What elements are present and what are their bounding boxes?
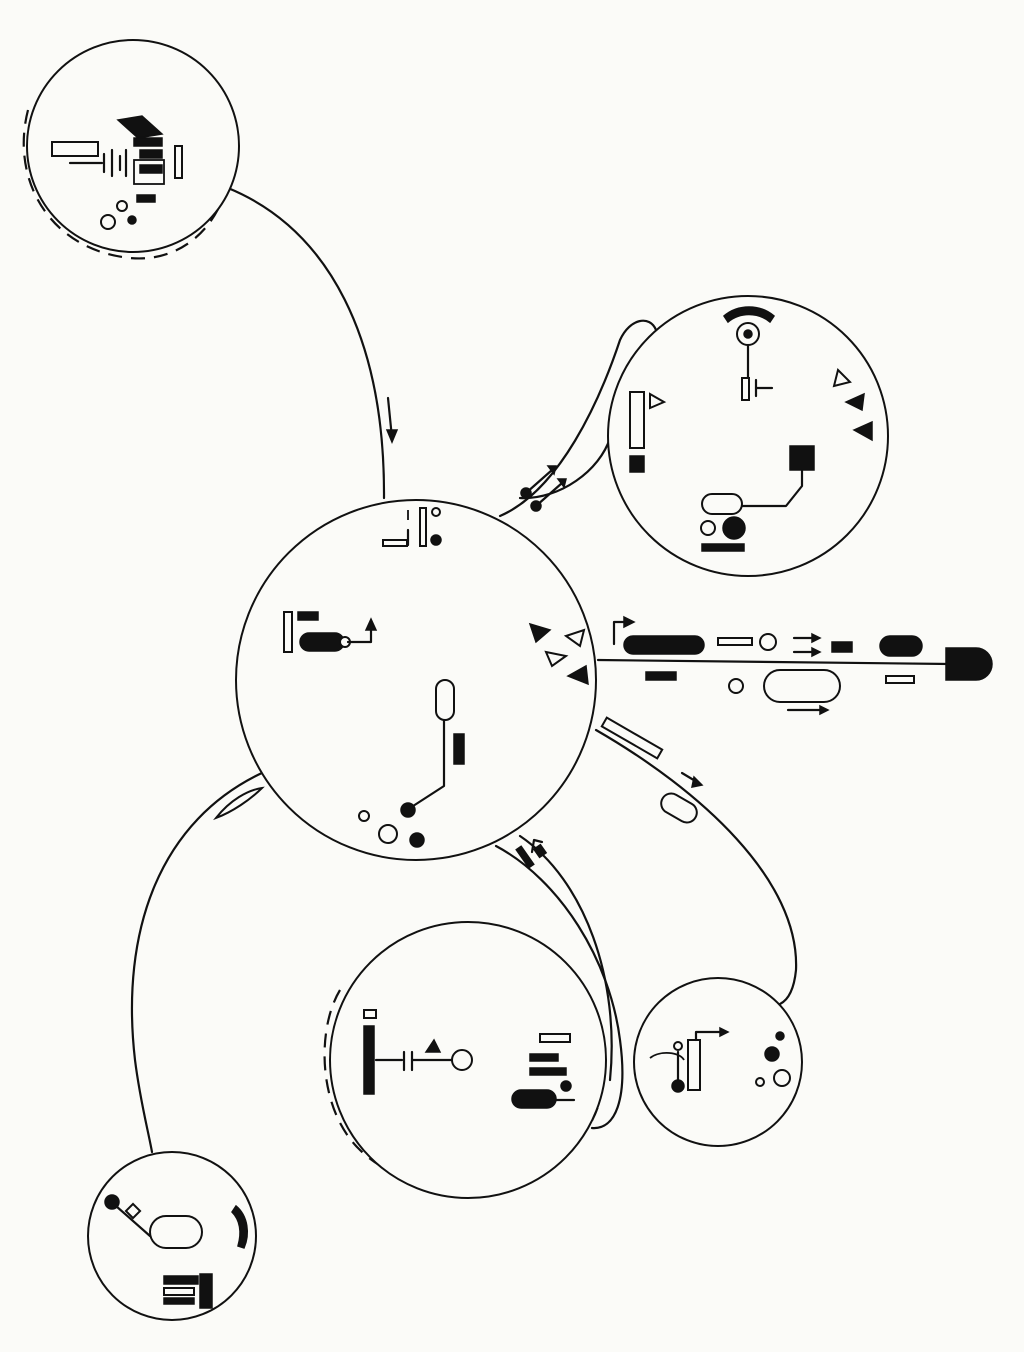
dot-icon — [560, 1080, 572, 1092]
small-circle-icon — [358, 810, 370, 822]
small-circle-icon — [700, 520, 716, 536]
bar-outline — [382, 539, 408, 547]
pill-filled — [623, 635, 705, 655]
bar-filled — [363, 1025, 375, 1095]
dot-icon — [671, 1079, 685, 1093]
dot-icon — [775, 1031, 785, 1041]
bar-outline — [885, 675, 915, 684]
arrow-head — [691, 775, 704, 788]
bar-filled — [163, 1297, 195, 1305]
small-circle-icon — [755, 1077, 765, 1087]
circle-icon — [451, 1049, 473, 1071]
arrow-head — [819, 704, 830, 716]
bar-filled — [297, 611, 319, 621]
dot-icon — [743, 329, 753, 339]
box-top-icon — [116, 115, 164, 139]
bar-filled — [163, 1275, 199, 1285]
arrow-head — [811, 646, 822, 658]
bar-filled — [645, 671, 677, 681]
pill-outline — [701, 493, 743, 515]
top-left-circle — [22, 39, 240, 260]
block-filled — [629, 455, 645, 473]
dot-icon — [430, 534, 442, 546]
terminal-cap-icon — [945, 647, 993, 681]
dot-icon — [400, 802, 416, 818]
arc-cap-icon — [723, 306, 775, 324]
small-circle-icon — [116, 200, 128, 212]
bar-filled — [136, 194, 156, 203]
bar-filled — [139, 149, 163, 159]
dot-icon — [127, 215, 137, 225]
lower-middle-circle — [323, 921, 607, 1199]
arrow-head — [556, 478, 567, 489]
circle-icon — [773, 1069, 791, 1087]
dot-icon — [722, 516, 746, 540]
arrow-head — [385, 429, 399, 444]
diamond-icon — [124, 1202, 142, 1220]
box-outline — [133, 159, 165, 185]
bar-outline — [717, 637, 753, 646]
triangle-outline-icon — [832, 368, 852, 388]
bar-outline — [163, 1287, 195, 1296]
pill-filled — [879, 635, 923, 657]
small-circle-icon — [431, 507, 441, 517]
triangle-filled-icon — [852, 420, 873, 442]
arc-cap-icon — [231, 1204, 249, 1249]
circle-icon — [100, 214, 116, 230]
circle-icon — [378, 824, 398, 844]
bar-filled — [831, 641, 853, 653]
connector-center-to-bottom-left — [130, 770, 266, 1154]
bar-outline — [741, 377, 750, 401]
bar-outline — [363, 1009, 377, 1019]
triangle-filled-icon — [528, 622, 552, 644]
triangle-filled-icon — [424, 1038, 442, 1053]
triangle-outline-icon — [649, 392, 667, 410]
block-filled — [199, 1273, 213, 1309]
bar-filled — [133, 137, 163, 147]
triangle-outline-icon — [563, 628, 586, 648]
bar-outline — [419, 507, 427, 547]
bottom-left-circle — [87, 1151, 257, 1321]
triangle-outline-icon — [544, 650, 569, 668]
bar-filled — [453, 733, 465, 765]
arrow-head — [811, 632, 822, 644]
bar-outline — [283, 611, 293, 653]
bar-outline — [174, 145, 183, 179]
pill-filled — [511, 1089, 557, 1109]
arrow-head — [623, 615, 636, 629]
bar-filled — [701, 543, 745, 552]
arrow-head — [719, 1026, 730, 1038]
right-line-cluster — [612, 615, 993, 716]
connector-center-to-lower-middle — [494, 834, 624, 1130]
bar-filled — [139, 164, 163, 174]
triangle-filled-icon — [566, 664, 589, 686]
connector-center-to-lower-right — [594, 716, 798, 1006]
circle-icon — [759, 633, 777, 651]
pill-outline — [149, 1215, 203, 1249]
bar-filled — [529, 1053, 559, 1062]
bar-outline — [629, 391, 645, 449]
connector-center-to-right-line — [596, 658, 952, 666]
bar-filled — [529, 1067, 567, 1076]
small-circle-icon — [673, 1041, 683, 1051]
dot-icon — [409, 832, 425, 848]
square-filled-icon — [789, 445, 815, 471]
connector-center-to-upper-right — [498, 319, 658, 518]
lower-right-circle — [633, 977, 803, 1147]
upper-right-circle — [607, 295, 889, 577]
central-circle — [235, 499, 597, 861]
bar-outline — [687, 1039, 701, 1091]
connector-top-left-to-center — [226, 186, 399, 500]
triangle-filled-icon — [844, 392, 865, 412]
pill-outline — [435, 679, 455, 721]
arrow-head — [546, 465, 557, 476]
bar-outline — [51, 141, 99, 157]
pill-filled — [299, 632, 345, 652]
dot-icon — [764, 1046, 780, 1062]
arrow-head — [364, 617, 378, 631]
pill-outline — [763, 669, 841, 703]
small-circle-icon — [728, 678, 744, 694]
bar-outline — [539, 1033, 571, 1043]
